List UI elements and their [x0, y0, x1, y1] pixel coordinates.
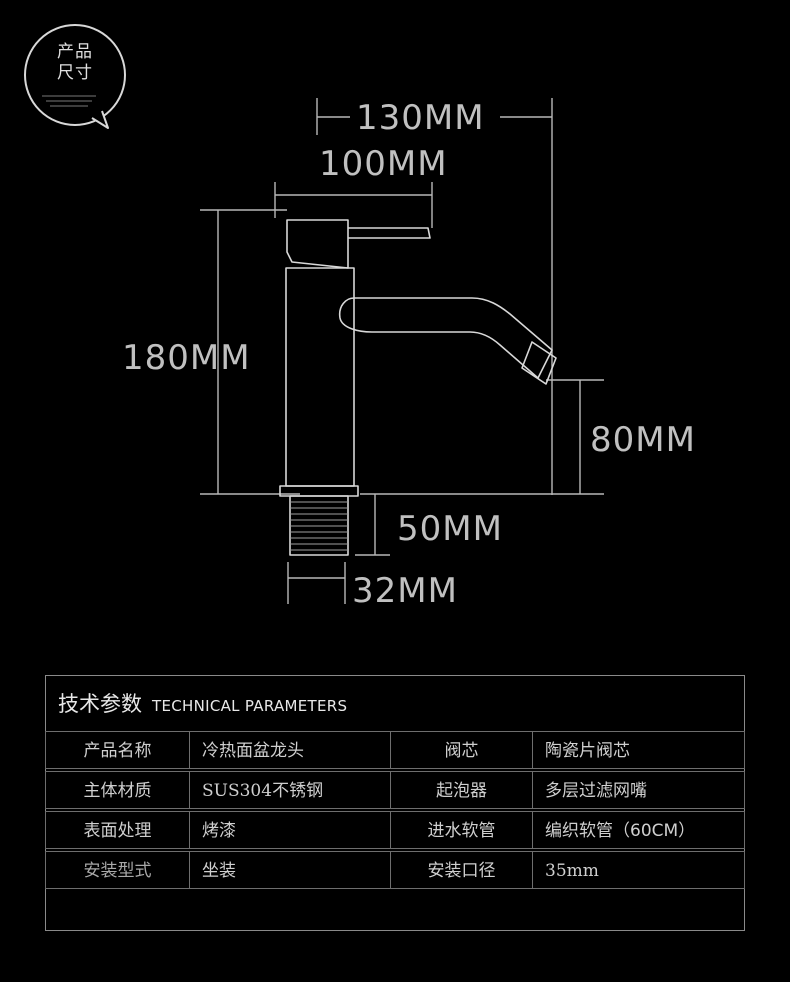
params-title: 技术参数 TECHNICAL PARAMETERS: [58, 688, 347, 718]
param-label: 表面处理: [45, 811, 190, 849]
param-value: 编织软管（60CM）: [532, 811, 745, 849]
badge-line-2: 尺寸: [57, 63, 93, 83]
dimension-thread-length: 50MM: [397, 509, 503, 549]
param-label: 进水软管: [390, 811, 533, 849]
param-label: 安装口径: [390, 851, 533, 889]
params-title-zh: 技术参数: [58, 692, 142, 716]
param-label: 阀芯: [390, 731, 533, 769]
param-value: 陶瓷片阀芯: [532, 731, 745, 769]
badge-line-1: 产品: [57, 42, 93, 62]
dimension-total-height: 180MM: [122, 338, 251, 378]
dimension-body-length: 100MM: [319, 144, 448, 184]
param-label: 主体材质: [45, 771, 190, 809]
param-value: 坐装: [189, 851, 391, 889]
param-value: 冷热面盆龙头: [189, 731, 391, 769]
param-value: SUS304不锈钢: [189, 771, 391, 809]
dimension-spout-height: 80MM: [590, 420, 696, 460]
dimension-total-length: 130MM: [356, 98, 485, 138]
param-value: 35mm: [532, 851, 745, 889]
param-label: 安装型式: [45, 851, 190, 889]
dimension-thread-diameter: 32MM: [352, 571, 458, 611]
param-value: 多层过滤网嘴: [532, 771, 745, 809]
params-title-en: TECHNICAL PARAMETERS: [152, 697, 348, 715]
param-value: 烤漆: [189, 811, 391, 849]
param-label: 产品名称: [45, 731, 190, 769]
param-label: 起泡器: [390, 771, 533, 809]
